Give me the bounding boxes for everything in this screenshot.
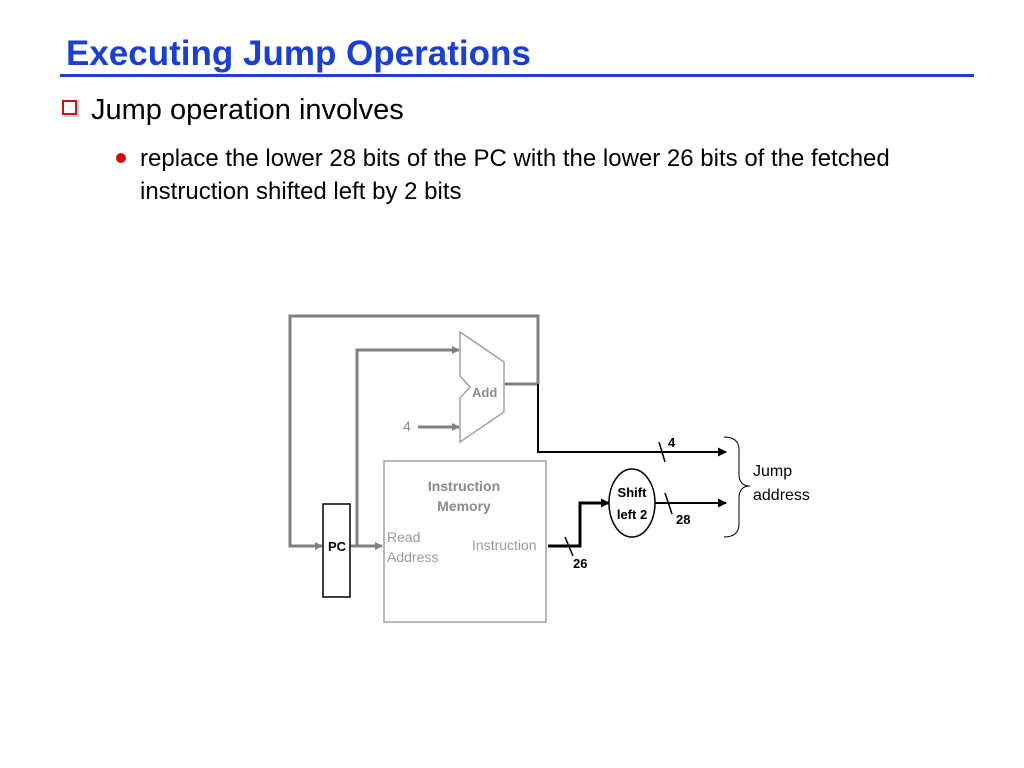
add-label: Add [472,385,497,400]
instruction-port-label: Instruction [472,537,537,553]
title-underline [60,74,974,77]
bullet-main: Jump operation involves [62,94,404,127]
square-bullet-icon [62,100,77,115]
jump-address-label-line1: Jump [753,463,792,480]
jump-address-brace [723,436,751,538]
bullet-sub: replace the lower 28 bits of the PC with… [116,142,956,208]
instruction-to-shift-wire [548,498,610,548]
memory-label-line2: Memory [437,498,491,514]
shift-left-2-block [608,468,656,538]
bus-slash-four [658,441,666,463]
read-address-label-line2: Address [387,549,438,565]
upper-four-bits-wire [537,384,727,457]
bits-26-label: 26 [573,556,587,571]
bits-four-label: 4 [668,435,676,450]
pc-register [322,503,351,598]
shift-label-line2: left 2 [617,507,647,522]
read-address-label-line1: Read [387,529,420,545]
pc-label: PC [328,539,347,554]
jump-address-label-line2: address [753,487,810,504]
bus-slash-26 [564,536,574,557]
const-four-label: 4 [403,418,411,434]
bullet-sub-text: replace the lower 28 bits of the PC with… [140,145,890,205]
instruction-memory-block [383,460,547,623]
bullet-main-text: Jump operation involves [91,94,404,126]
bus-slash-28 [664,492,673,515]
pc-to-add-wire [355,346,460,546]
round-bullet-icon [116,153,126,163]
bits-28-label: 28 [676,512,690,527]
shift-label-line1: Shift [618,485,648,500]
slide-title: Executing Jump Operations [66,34,531,73]
pc-feedback-wire [288,314,540,550]
add-alu-block [459,330,505,444]
memory-label-line1: Instruction [428,478,500,494]
